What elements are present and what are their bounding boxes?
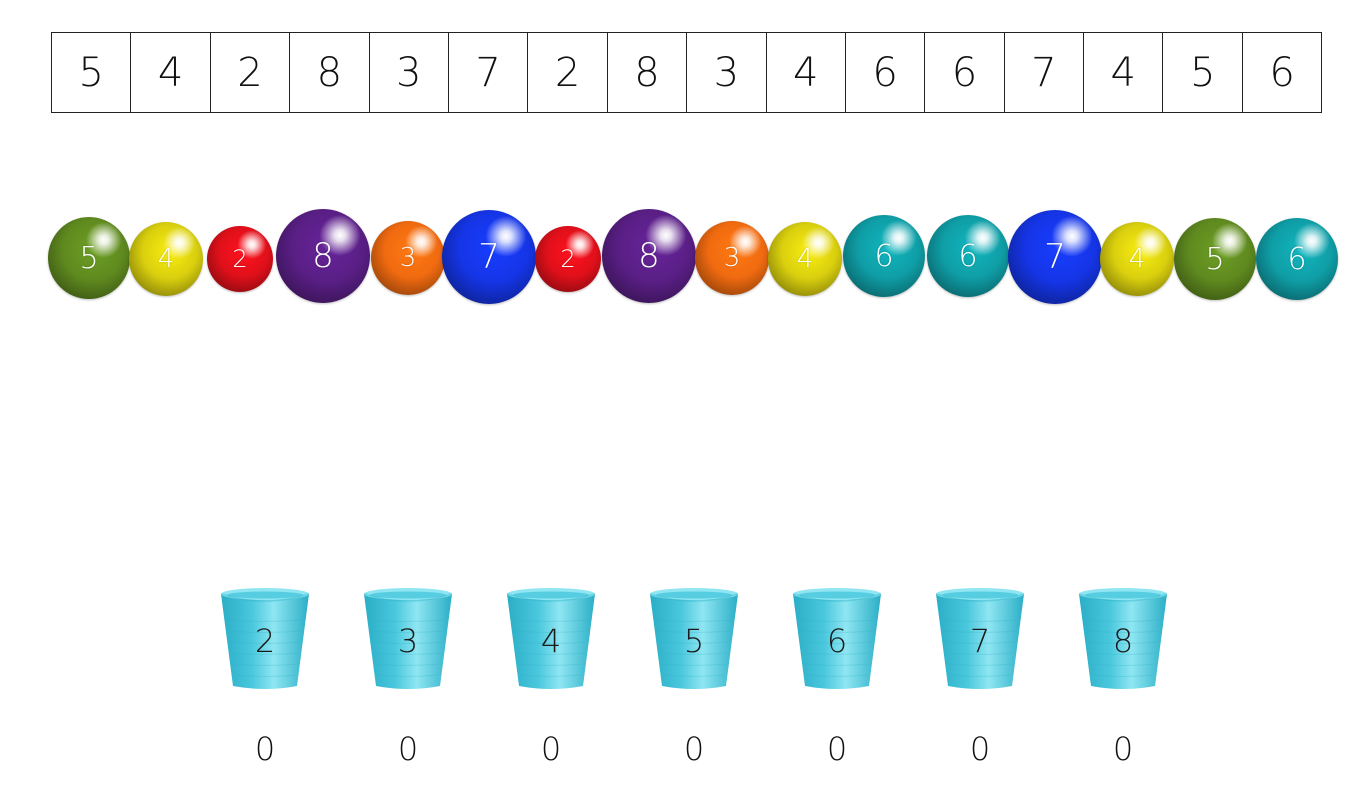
array-cell: 4 [767, 33, 846, 112]
ball-label: 4 [157, 244, 175, 274]
ball-4: 4 [1100, 222, 1174, 296]
bucket-count: 0 [826, 730, 848, 768]
ball-label: 2 [232, 245, 248, 273]
bucket-icon [220, 588, 310, 689]
bucket-6: 6 [791, 586, 883, 692]
array-cell: 6 [1243, 33, 1323, 112]
array-cell: 2 [211, 33, 291, 112]
bucket-label: 2 [254, 622, 276, 660]
ball-6: 6 [1256, 218, 1338, 300]
bucket-label: 4 [540, 622, 562, 660]
ball-6: 6 [927, 215, 1009, 297]
ball-label: 6 [958, 238, 978, 274]
array-cell: 7 [449, 33, 529, 112]
array-cell: 3 [687, 33, 767, 112]
array-cell: 3 [370, 33, 449, 112]
ball-label: 5 [1205, 241, 1225, 277]
bucket-count: 0 [1112, 730, 1134, 768]
bucket-icon [506, 588, 596, 689]
bucket-count: 0 [969, 730, 991, 768]
array-cell: 4 [131, 33, 211, 112]
array-cell: 5 [1163, 33, 1243, 112]
ball-3: 3 [371, 221, 445, 295]
bucket-7: 7 [934, 586, 1026, 692]
bucket-count: 0 [683, 730, 705, 768]
ball-2: 2 [207, 226, 273, 292]
bucket-icon [363, 588, 453, 689]
bucket-3: 3 [362, 586, 454, 692]
ball-label: 4 [1128, 244, 1146, 274]
bucket-icon [792, 588, 882, 689]
array-cell: 6 [925, 33, 1005, 112]
bucket-icon [649, 588, 739, 689]
bucket-label: 3 [397, 622, 419, 660]
ball-label: 8 [638, 236, 660, 276]
array-cell: 8 [608, 33, 688, 112]
bucket-label: 6 [826, 622, 848, 660]
ball-label: 7 [1044, 237, 1066, 277]
input-array: 5 4 2 8 3 7 2 8 3 4 6 6 7 4 5 6 [51, 32, 1323, 113]
ball-4: 4 [768, 222, 842, 296]
bucket-label: 5 [683, 622, 705, 660]
ball-label: 5 [79, 240, 99, 276]
ball-label: 8 [312, 236, 334, 276]
bucket-icon [935, 588, 1025, 689]
ball-3: 3 [695, 221, 769, 295]
bucket-2: 2 [219, 586, 311, 692]
ball-5: 5 [1174, 218, 1256, 300]
bucket-count: 0 [540, 730, 562, 768]
ball-2: 2 [535, 226, 601, 292]
array-cell: 4 [1084, 33, 1164, 112]
bucket-label: 7 [969, 622, 991, 660]
ball-label: 2 [560, 245, 576, 273]
ball-4: 4 [129, 222, 203, 296]
array-cell: 5 [52, 33, 132, 112]
ball-7: 7 [1008, 210, 1102, 304]
ball-label: 3 [723, 243, 741, 273]
ball-5: 5 [48, 217, 130, 299]
ball-label: 7 [478, 237, 500, 277]
ball-label: 3 [399, 243, 417, 273]
bucket-count: 0 [397, 730, 419, 768]
array-cell: 6 [846, 33, 926, 112]
bucket-8: 8 [1077, 586, 1169, 692]
ball-label: 6 [1287, 241, 1307, 277]
ball-8: 8 [602, 209, 696, 303]
ball-label: 4 [796, 244, 814, 274]
ball-8: 8 [276, 209, 370, 303]
ball-6: 6 [843, 215, 925, 297]
bucket-4: 4 [505, 586, 597, 692]
bucket-icon [1078, 588, 1168, 689]
bucket-count: 0 [254, 730, 276, 768]
ball-label: 6 [874, 238, 894, 274]
ball-7: 7 [442, 210, 536, 304]
bucket-5: 5 [648, 586, 740, 692]
array-cell: 7 [1005, 33, 1085, 112]
bucket-label: 8 [1112, 622, 1134, 660]
array-cell: 8 [290, 33, 370, 112]
array-cell: 2 [528, 33, 608, 112]
